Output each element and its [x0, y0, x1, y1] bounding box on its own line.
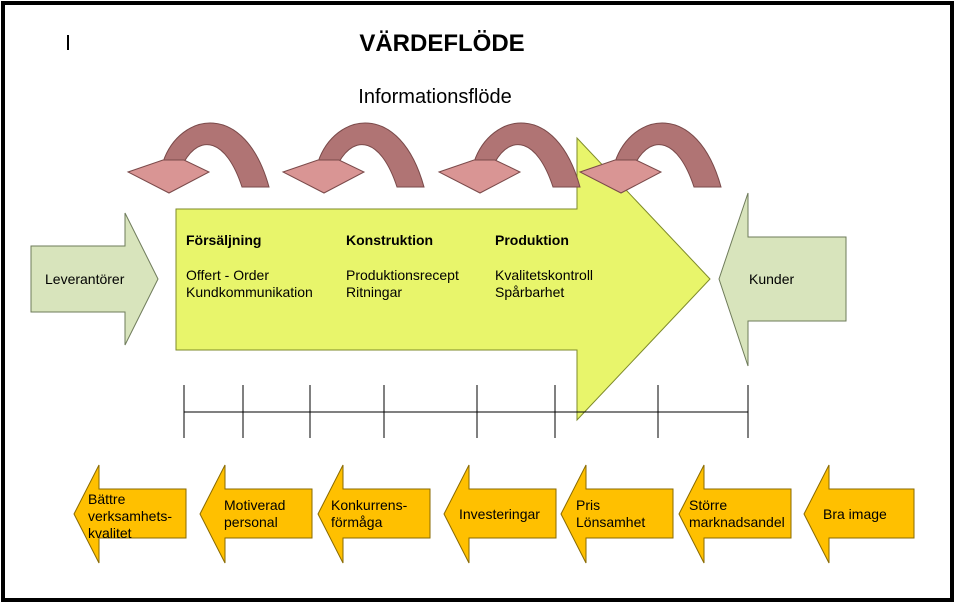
benefit-7-line-1: Bra image	[823, 506, 887, 522]
stage-design-line-2: Ritningar	[346, 284, 403, 300]
text-cursor	[67, 35, 69, 50]
curved-arrow-3	[437, 122, 581, 194]
benefit-arrow-4	[443, 464, 557, 564]
benefit-1-label: Bättre verksamhets- kvalitet	[88, 491, 172, 542]
benefit-4-label: Investeringar	[459, 506, 540, 523]
benefit-3-line-2: förmåga	[331, 514, 383, 530]
benefit-6-line-1: Större	[689, 497, 728, 513]
stage-heading-design: Konstruktion	[346, 232, 434, 248]
benefit-arrow-5	[560, 464, 674, 564]
stage-sales-line-2: Kundkommunikation	[186, 284, 313, 300]
benefit-5-line-2: Lönsamhet	[576, 514, 646, 530]
benefit-arrows	[73, 464, 915, 564]
curved-arrow-1	[126, 122, 270, 194]
benefit-arrow-3	[317, 464, 431, 564]
curved-arrow-4	[578, 122, 722, 194]
stage-production-line-1: Kvalitetskontroll	[495, 267, 594, 283]
benefit-7-label: Bra image	[823, 506, 887, 523]
benefit-2-label: Motiverad personal	[224, 497, 285, 531]
stage-heading-production: Produktion	[495, 232, 569, 248]
benefit-1-line-1: Bättre	[88, 491, 126, 507]
page-title: VÄRDEFLÖDE	[359, 30, 525, 57]
benefit-1-line-3: kvalitet	[88, 525, 132, 541]
curved-arrows	[126, 122, 722, 194]
benefit-5-line-1: Pris	[576, 497, 601, 513]
subtitle: Informationsflöde	[358, 86, 512, 108]
benefit-3-line-1: Konkurrens-	[331, 497, 408, 513]
benefit-arrow-2	[199, 464, 313, 564]
benefit-1-line-2: verksamhets-	[88, 508, 173, 524]
stage-design-line-1: Produktionsrecept	[346, 267, 459, 283]
customers-arrow	[718, 192, 847, 367]
value-flow-arrow	[175, 136, 711, 422]
benefit-6-label: Större marknadsandel	[689, 497, 785, 531]
stage-production-line-2: Spårbarhet	[495, 284, 565, 300]
stage-sales-line-1: Offert - Order	[186, 267, 269, 283]
suppliers-label: Leverantörer	[45, 271, 125, 287]
benefit-arrow-6	[678, 464, 792, 564]
suppliers-arrow	[30, 212, 159, 346]
benefit-2-line-1: Motiverad	[224, 497, 286, 513]
benefit-3-label: Konkurrens- förmåga	[331, 497, 407, 531]
benefit-4-line-1: Investeringar	[459, 506, 540, 522]
customers-label: Kunder	[749, 271, 795, 287]
curved-arrow-2	[281, 122, 425, 194]
timeline	[183, 385, 749, 438]
benefit-arrow-7	[803, 464, 915, 564]
benefit-arrow-1	[73, 464, 187, 564]
stage-heading-sales: Försäljning	[186, 232, 262, 248]
benefit-2-line-2: personal	[224, 514, 278, 530]
benefit-6-line-2: marknadsandel	[689, 514, 785, 530]
benefit-5-label: Pris Lönsamhet	[576, 497, 645, 531]
